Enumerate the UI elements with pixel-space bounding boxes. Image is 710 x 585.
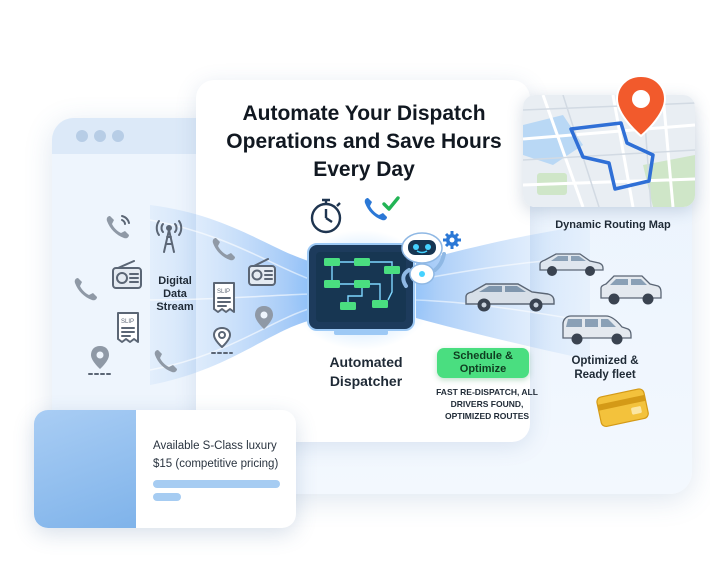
receipt-icon: SLIP	[213, 282, 235, 313]
gear-icon	[443, 231, 461, 249]
window-dot-1	[76, 130, 88, 142]
location-pin-icon	[211, 327, 233, 354]
phone-icon	[212, 238, 235, 261]
automated-dispatcher-label: Automated Dispatcher	[329, 354, 403, 389]
radio-tower-icon	[155, 220, 183, 253]
routing-map[interactable]	[523, 95, 695, 207]
suv-icon	[600, 275, 662, 305]
phone-icon	[106, 215, 130, 239]
receipt-icon: SLIP	[117, 312, 139, 343]
car-icon	[539, 253, 604, 276]
offer-car-image	[34, 410, 136, 528]
routing-map-label: Dynamic Routing Map	[555, 219, 671, 231]
window-dot-3	[112, 130, 124, 142]
optimized-fleet-label: Optimized & Ready fleet	[571, 355, 639, 381]
map-pin-icon	[615, 74, 667, 138]
svg-text:SLIP: SLIP	[121, 319, 134, 325]
offer-price: $15 (competitive pricing)	[153, 458, 279, 470]
car-icon	[465, 283, 555, 312]
phone-check-icon	[364, 196, 400, 221]
stopwatch-icon	[310, 198, 342, 234]
offer-placeholder-bar	[153, 480, 280, 488]
page-title: Automate Your Dispatch Operations and Sa…	[226, 102, 502, 181]
schedule-optimize-button[interactable]: Schedule & Optimize	[437, 348, 529, 378]
offer-title: Available S-Class luxury	[153, 440, 277, 452]
robot-icon	[401, 232, 446, 288]
svg-text:SLIP: SLIP	[217, 289, 230, 295]
offer-placeholder-bar-short	[153, 493, 181, 501]
van-icon	[562, 315, 632, 345]
location-pin-icon	[255, 306, 273, 329]
phone-icon	[74, 278, 97, 301]
window-dot-2	[94, 130, 106, 142]
map-graphic	[523, 95, 695, 207]
location-pin-icon	[88, 346, 112, 375]
tablet-flowchart-icon	[307, 243, 415, 335]
phone-icon	[154, 350, 177, 373]
radio-icon	[248, 258, 276, 286]
payment-card-icon	[596, 388, 649, 428]
radio-icon	[112, 260, 142, 289]
digital-data-stream-label: Digital Data Stream	[156, 275, 194, 313]
fast-redispatch-note: FAST RE-DISPATCH, ALL DRIVERS FOUND, OPT…	[436, 387, 538, 421]
